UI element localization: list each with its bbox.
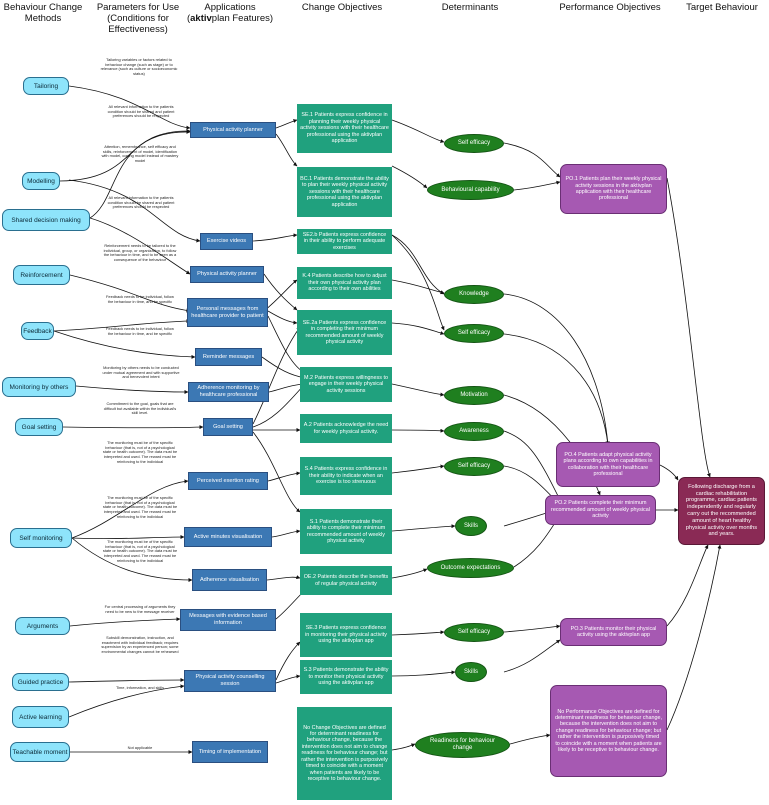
objective-se2a: SE.2a Patients express confidence in com… [297, 310, 392, 355]
app-reminder-messages[interactable]: Reminder messages [195, 348, 262, 366]
param-reinforcement: Reinforcement needs to be tailored to th… [103, 243, 177, 263]
performance-po1: PO.1 Patients plan their weekly physical… [560, 164, 667, 214]
objective-a2: A.2 Patients acknowledge the need for we… [300, 414, 392, 443]
app-exercise-videos[interactable]: Exercise videos [200, 233, 253, 250]
method-active-learning[interactable]: Active learning [12, 706, 69, 728]
method-teachable-moment[interactable]: Teachable moment [10, 742, 70, 762]
app-goal-setting[interactable]: Goal setting [203, 418, 253, 436]
determinant-self-efficacy-3: Self efficacy [444, 457, 504, 476]
objective-bc1: BC.1 Patients demonstrate the ability to… [297, 167, 392, 217]
app-personal-messages[interactable]: Personal messages from healthcare provid… [187, 298, 268, 327]
param-shared-2: All relevant information to the patients… [107, 195, 175, 210]
method-reinforcement[interactable]: Reinforcement [13, 265, 70, 285]
param-shared-1: All relevant information to the patients… [107, 104, 175, 119]
method-arguments[interactable]: Arguments [15, 617, 70, 635]
objective-oe2: OE.2 Patients describe the benefits of r… [300, 566, 392, 595]
app-physical-activity-planner-2[interactable]: Physical activity planner [190, 266, 264, 283]
method-monitoring-by-others[interactable]: Monitoring by others [2, 377, 76, 397]
objective-se3: SE.3 Patients express confidence in moni… [300, 613, 392, 657]
determinant-self-efficacy-4: Self efficacy [444, 623, 504, 642]
app-active-minutes-visualisation[interactable]: Active minutes visualisation [184, 527, 272, 547]
param-goal-setting: Commitment to the goal, goals that are d… [103, 401, 177, 416]
param-active-learning: Time, information, and skills [115, 685, 165, 690]
method-tailoring[interactable]: Tailoring [23, 77, 69, 95]
app-physical-activity-planner-1[interactable]: Physical activity planner [190, 122, 276, 138]
method-self-monitoring[interactable]: Self monitoring [10, 528, 72, 548]
objective-s4: S.4 Patients express confidence in their… [300, 457, 392, 495]
performance-po2: PO.2 Patients complete their minimum rec… [545, 495, 656, 525]
header-applications-suffix: plan Features) [211, 13, 274, 24]
param-arguments: For central processing of arguments they… [104, 604, 176, 614]
header-applications-bold: aktiv [190, 13, 212, 24]
header-target: Target Behaviour [686, 2, 758, 13]
header-methods: Behaviour Change Methods [3, 2, 83, 24]
performance-po3: PO.3 Patients monitor their physical act… [560, 618, 667, 646]
determinant-outcome-expectations: Outcome expectations [427, 558, 514, 578]
param-self-monitoring-1: The monitoring must be of the specific b… [102, 440, 178, 464]
performance-po4: PO.4 Patients adapt physical activity pl… [556, 442, 660, 487]
objective-m2: M.2 Patients express willingness to enga… [300, 367, 392, 402]
objective-se1: SE.1 Patients express confidence in plan… [297, 104, 392, 153]
determinant-knowledge: Knowledge [444, 285, 504, 304]
determinant-behavioural-capability: Behavioural capability [427, 180, 514, 200]
app-adherence-visualisation[interactable]: Adherence visualisation [192, 569, 267, 591]
determinant-skills-2: Skills [455, 662, 487, 682]
param-feedback-1: Feedback needs to be individual, follow … [106, 294, 174, 304]
determinant-self-efficacy-1: Self efficacy [444, 134, 504, 153]
objective-s3: S.3 Patients demonstrate the ability to … [300, 660, 392, 694]
header-applications: Applications (aktivplan Features) [186, 2, 274, 24]
param-modelling: Attention, remembrance, self efficacy an… [101, 144, 179, 164]
header-objectives: Change Objectives [301, 2, 383, 13]
header-parameters: Parameters for Use (Conditions for Effec… [96, 2, 180, 35]
determinant-motivation: Motivation [444, 386, 504, 405]
param-teachable-moment: Not applicable [127, 745, 153, 750]
app-counselling-session[interactable]: Physical activity counselling session [184, 670, 276, 692]
method-shared-decision-making[interactable]: Shared decision making [2, 209, 90, 231]
determinant-skills-1: Skills [455, 516, 487, 536]
param-feedback-2: Feedback needs to be individual, follow … [106, 326, 174, 336]
method-feedback[interactable]: Feedback [21, 322, 54, 340]
objective-se2b: SE2.b Patients express confidence in the… [297, 229, 392, 254]
determinant-self-efficacy-2: Self efficacy [444, 324, 504, 343]
method-modelling[interactable]: Modelling [22, 172, 60, 190]
param-guided-practice: Subskill demonstration, instruction, and… [101, 635, 179, 655]
objective-none: No Change Objectives are defined for det… [297, 707, 392, 800]
header-determinants: Determinants [441, 2, 499, 13]
app-evidence-messages[interactable]: Messages with evidence based information [180, 609, 276, 631]
header-performance: Performance Objectives [559, 2, 661, 13]
app-timing-of-implementation[interactable]: Timing of implementation [192, 741, 268, 763]
param-monitoring-by-others: Monitoring by others needs to be conduct… [102, 365, 180, 380]
header-applications-prefix: Applications [204, 2, 256, 13]
objective-k4: K.4 Patients describe how to adjust thei… [297, 267, 392, 299]
param-self-monitoring-2: The monitoring must be of the specific b… [102, 495, 178, 519]
method-guided-practice[interactable]: Guided practice [12, 673, 69, 691]
method-goal-setting[interactable]: Goal setting [15, 418, 63, 436]
objective-s1: S.1 Patients demonstrate their ability t… [300, 509, 392, 554]
param-self-monitoring-3: The monitoring must be of the specific b… [102, 539, 178, 563]
app-perceived-exertion-rating[interactable]: Perceived exertion rating [188, 472, 268, 490]
app-adherence-monitoring[interactable]: Adherence monitoring by healthcare profe… [188, 382, 269, 402]
determinant-awareness: Awareness [444, 422, 504, 441]
performance-none: No Performance Objectives are defined fo… [550, 685, 667, 777]
determinant-readiness: Readiness for behaviour change [415, 732, 510, 758]
target-behaviour: Following discharge from a cardiac rehab… [678, 477, 765, 545]
param-tailoring: Tailoring variables or factors related t… [100, 57, 178, 77]
